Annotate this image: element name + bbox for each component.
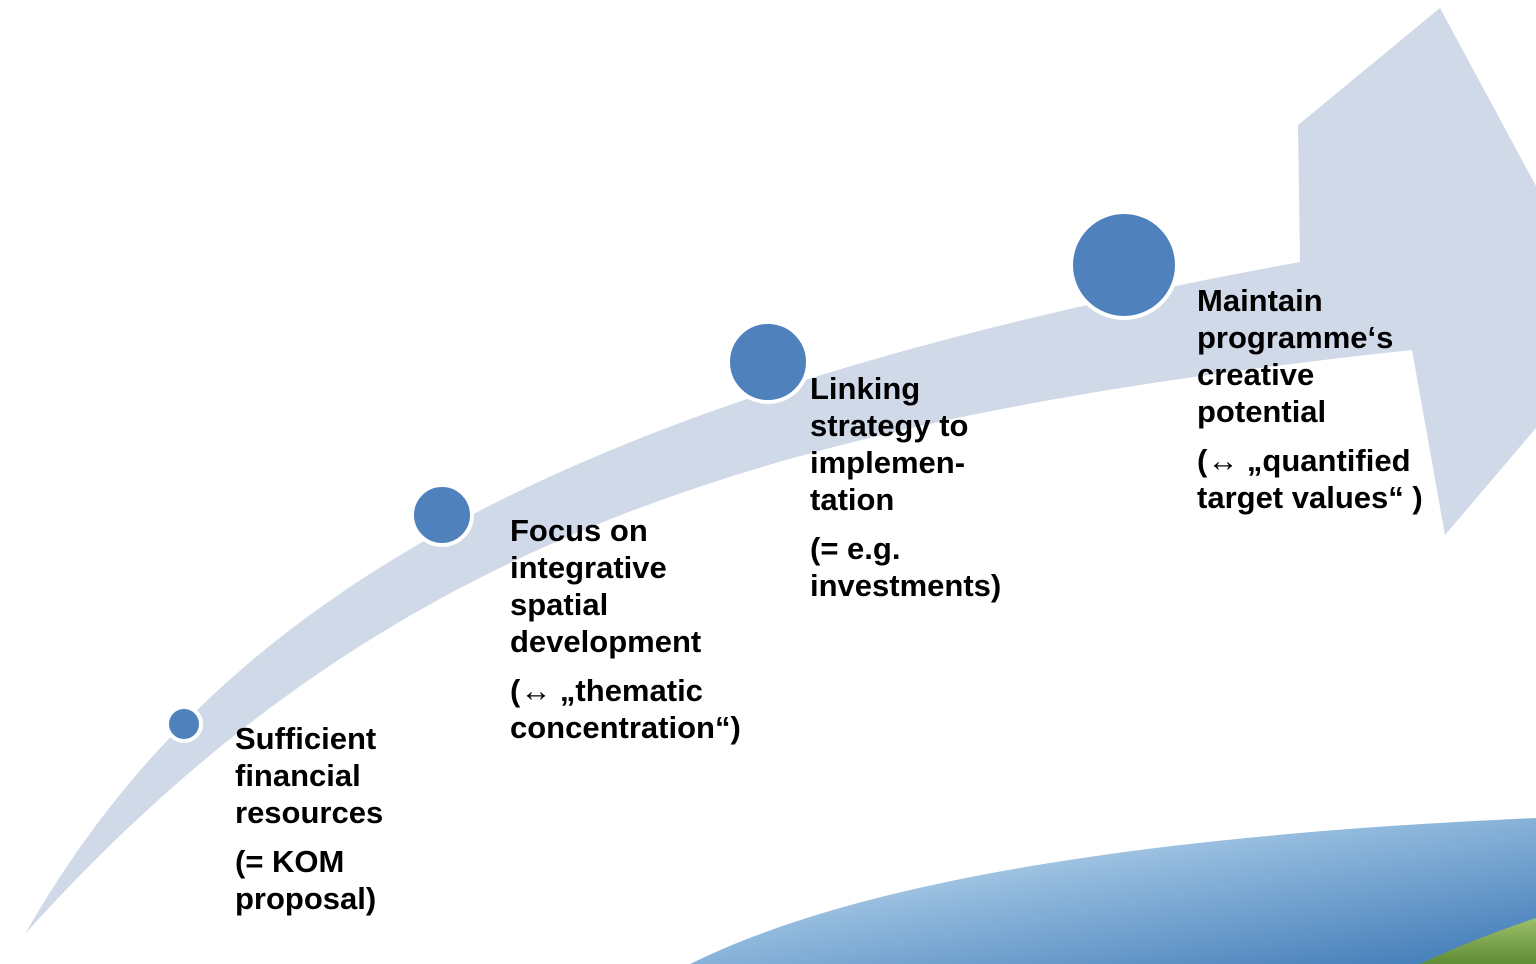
step-1-text: Sufficient financial resources (= KOM pr… bbox=[235, 720, 383, 917]
step-3-title: Linking strategy to implemen- tation bbox=[810, 371, 969, 517]
curved-arrow bbox=[25, 8, 1536, 934]
step-2-note: (↔ „thematic concentration“) bbox=[510, 673, 741, 745]
background-photo bbox=[690, 818, 1536, 964]
step-4-title: Maintain programme‘s creative potential bbox=[1197, 283, 1394, 429]
step-1-note: (= KOM proposal) bbox=[235, 844, 377, 916]
sky-area bbox=[690, 818, 1536, 964]
step-3-note: (= e.g. investments) bbox=[810, 531, 1002, 603]
step-2-title: Focus on integrative spatial development bbox=[510, 513, 702, 659]
milestone-dot-3 bbox=[726, 320, 810, 404]
milestone-dot-1 bbox=[165, 705, 203, 743]
milestone-dot-4 bbox=[1069, 210, 1179, 320]
step-4-text: Maintain programme‘s creative potential … bbox=[1197, 282, 1423, 516]
step-3-text: Linking strategy to implemen- tation (= … bbox=[810, 370, 1001, 604]
step-1-title: Sufficient financial resources bbox=[235, 721, 384, 830]
step-2-text: Focus on integrative spatial development… bbox=[510, 512, 741, 746]
grass-area bbox=[1420, 918, 1536, 964]
step-4-note: (↔ „quantified target values“ ) bbox=[1197, 443, 1423, 515]
milestone-dot-2 bbox=[410, 483, 474, 547]
